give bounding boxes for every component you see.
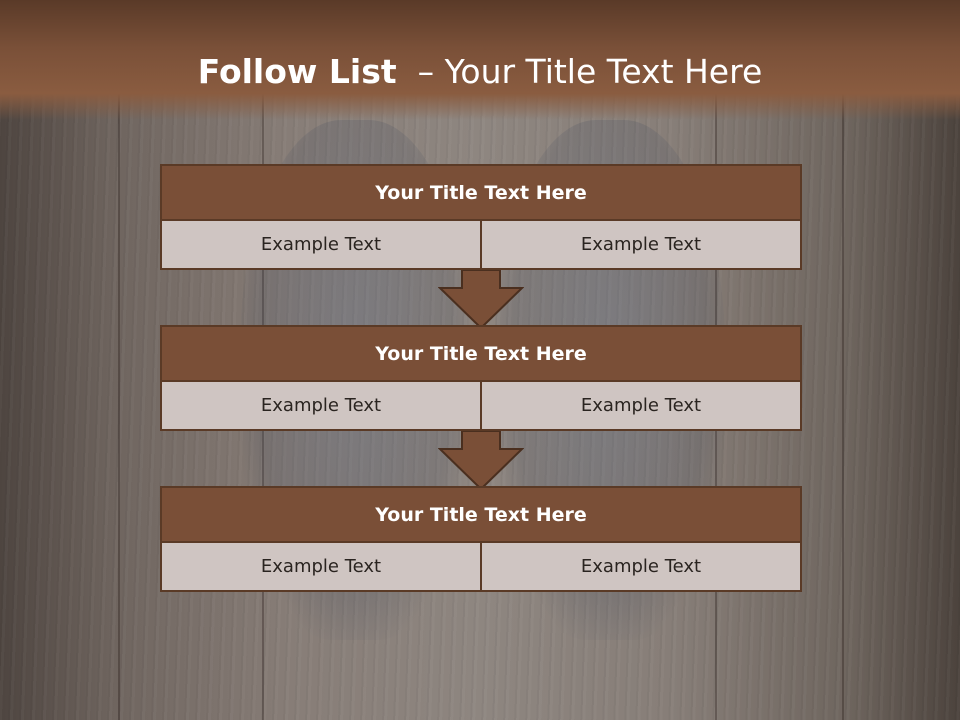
list-block: Your Title Text Here Example Text Exampl…: [160, 164, 802, 270]
block-row: Example Text Example Text: [160, 221, 802, 270]
list-block: Your Title Text Here Example Text Exampl…: [160, 325, 802, 431]
block-row: Example Text Example Text: [160, 543, 802, 592]
block-title: Your Title Text Here: [160, 486, 802, 543]
title-banner: [0, 0, 960, 120]
wood-plank-line: [842, 0, 844, 720]
title-rest: – Your Title Text Here: [417, 52, 763, 91]
block-cell-left: Example Text: [160, 221, 482, 270]
down-arrow-icon: [438, 431, 524, 491]
block-cell-right: Example Text: [482, 543, 802, 592]
down-arrow-icon: [438, 270, 524, 330]
slide-title: Follow List – Your Title Text Here: [0, 52, 960, 91]
block-cell-left: Example Text: [160, 543, 482, 592]
block-cell-right: Example Text: [482, 221, 802, 270]
block-title: Your Title Text Here: [160, 164, 802, 221]
block-row: Example Text Example Text: [160, 382, 802, 431]
block-title: Your Title Text Here: [160, 325, 802, 382]
block-cell-right: Example Text: [482, 382, 802, 431]
title-bold: Follow List: [197, 52, 397, 91]
list-block: Your Title Text Here Example Text Exampl…: [160, 486, 802, 592]
wood-plank-line: [118, 0, 120, 720]
block-cell-left: Example Text: [160, 382, 482, 431]
